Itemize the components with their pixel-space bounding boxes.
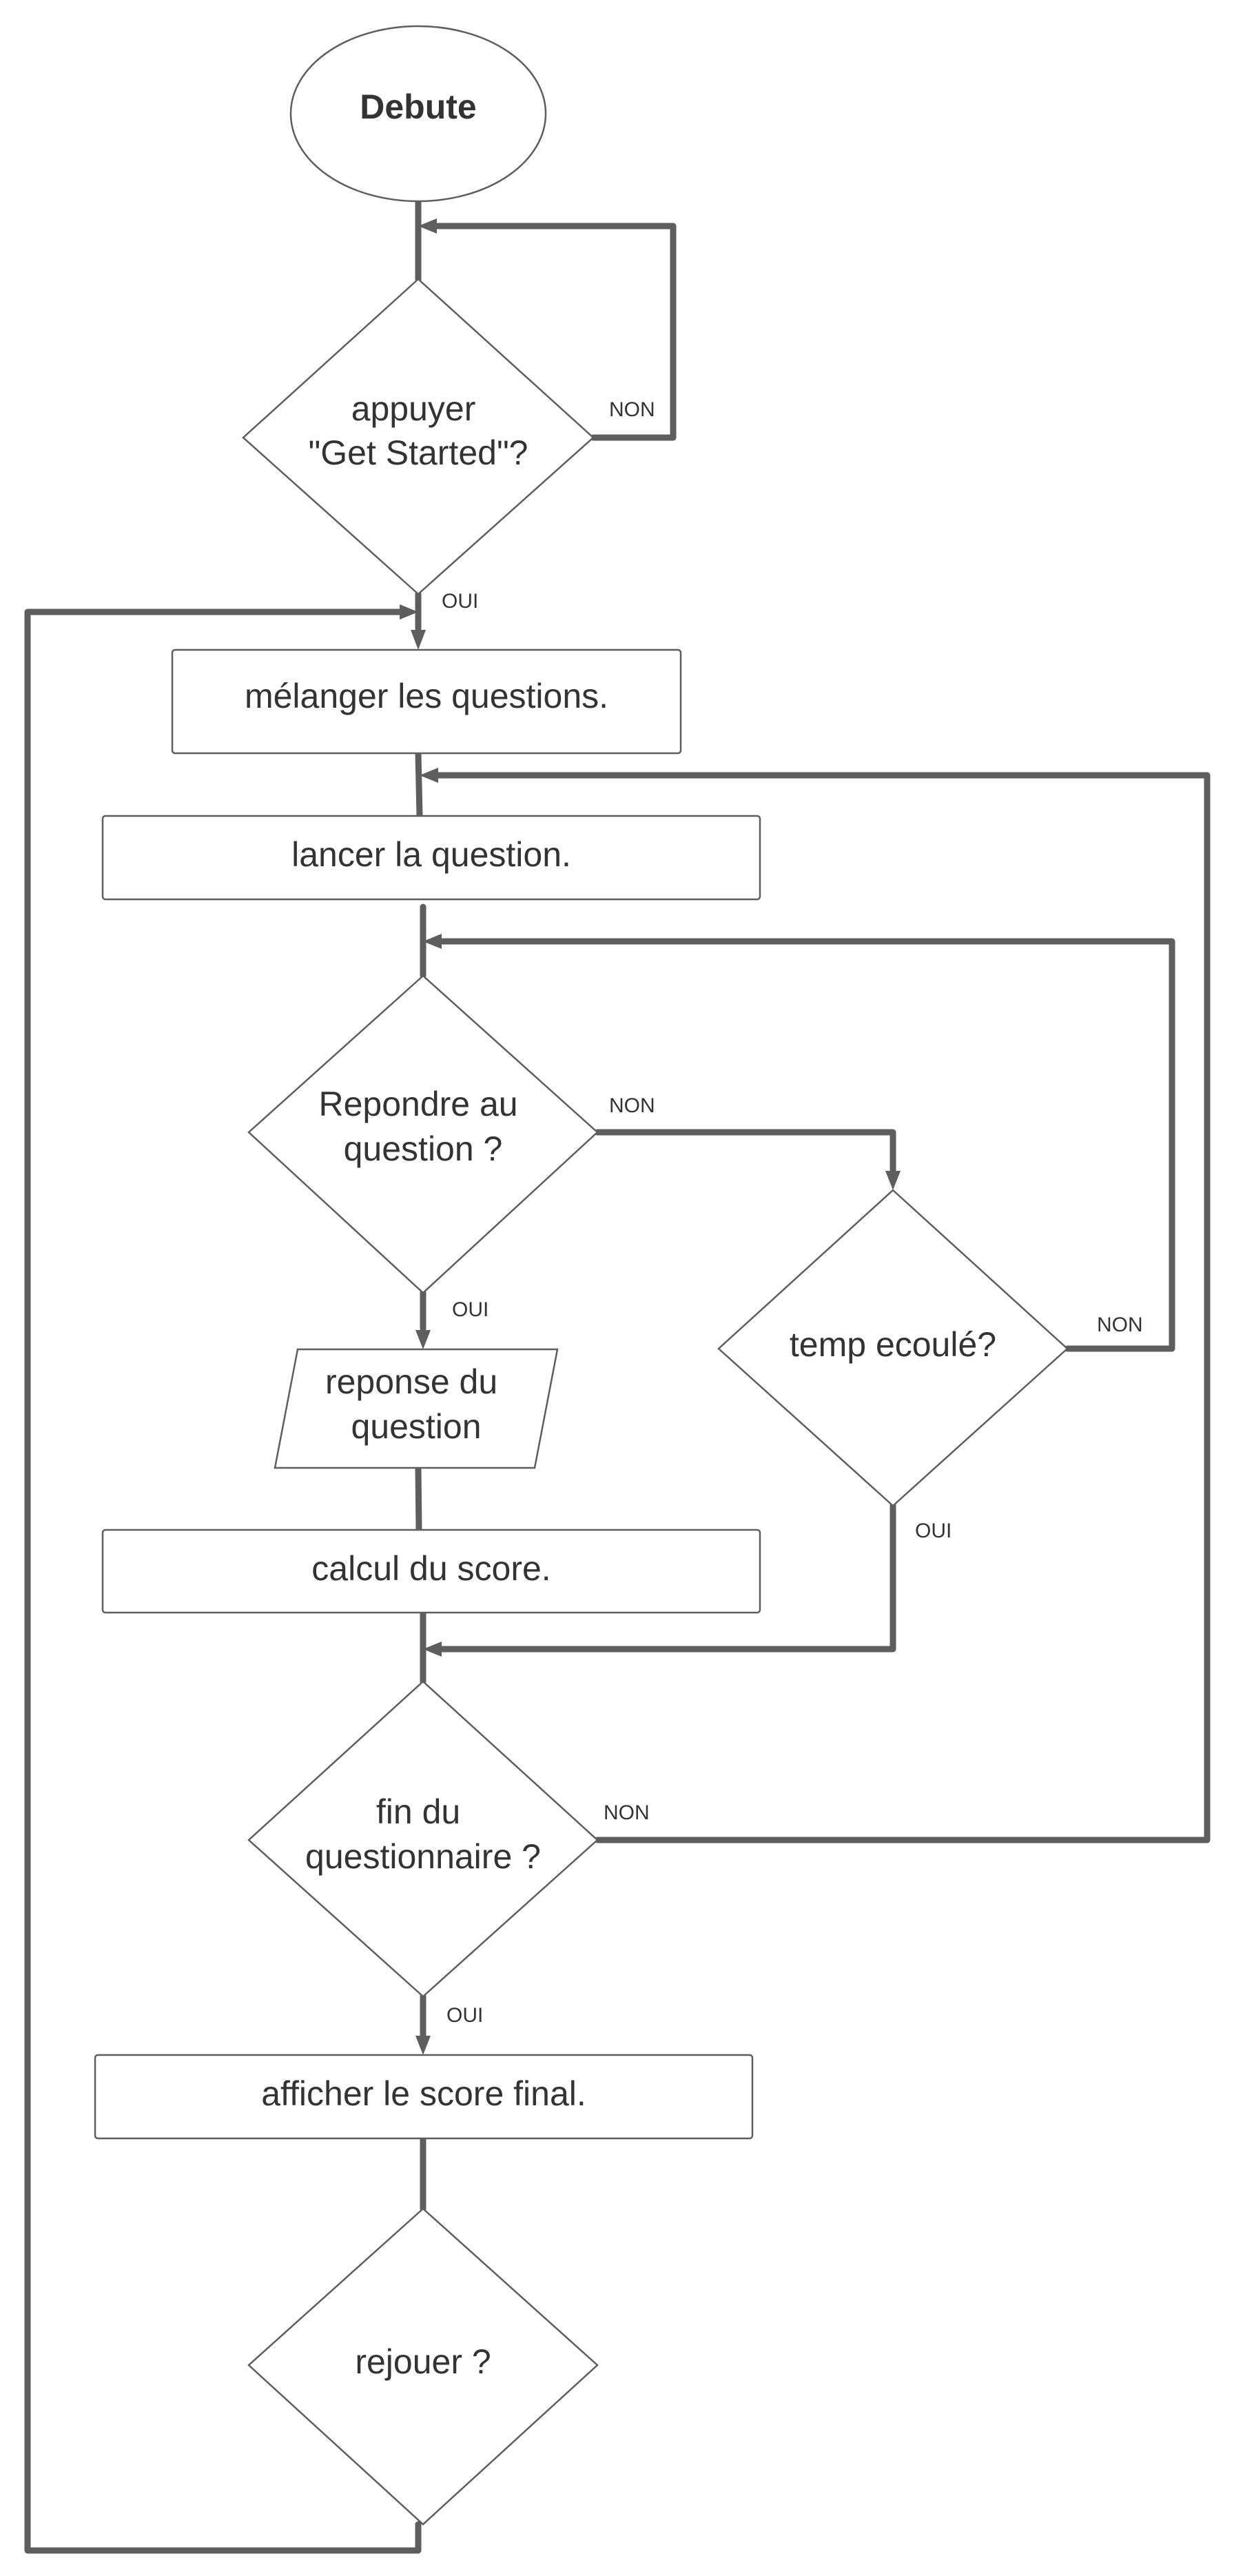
get-started-decision <box>242 278 595 595</box>
shuffle-node <box>171 648 682 755</box>
edge-labels: NON OUI NON OUI NON OUI NON OUI <box>442 398 1143 2027</box>
response-node <box>274 1348 559 1469</box>
arrowhead-time-up <box>885 1171 901 1190</box>
shuffle-label: mélanger les questions. <box>245 677 608 715</box>
arrowhead-end-quiz-loop <box>420 768 438 783</box>
replay-decision <box>247 2207 599 2526</box>
end-quiz-label-line-1: fin du <box>376 1792 460 1831</box>
arrowhead-response <box>415 1330 431 1349</box>
final-score-label: afficher le score final. <box>261 2074 586 2113</box>
arrowhead-shuffle <box>411 630 426 650</box>
end-quiz-label-line-2: questionnaire ? <box>305 1837 541 1876</box>
connector-replay-loop <box>24 609 422 2554</box>
connector-end-quiz-no-loop <box>432 772 1211 1843</box>
response-label: reponse du question <box>325 1362 507 1446</box>
arrowhead-time-up-loop <box>423 934 442 949</box>
connector-response-to-score <box>415 1464 422 1533</box>
start-node <box>289 25 547 203</box>
answer-yes-label: OUI <box>452 1298 489 1321</box>
end-quiz-decision <box>247 1680 599 1998</box>
time-up-no-label: NON <box>1097 1313 1143 1336</box>
replay-label: rejouer ? <box>355 2342 491 2381</box>
start-label: Debute <box>360 88 476 126</box>
time-up-decision <box>717 1189 1069 1507</box>
connector-time-up-no-loop <box>436 938 1175 1352</box>
shapes <box>94 25 1069 2526</box>
get-started-label-line-2: "Get Started"? <box>309 433 528 472</box>
connector-answer-to-time-up <box>594 1129 896 1174</box>
get-started-no-label: NON <box>609 398 655 421</box>
score-label: calcul du score. <box>311 1549 551 1588</box>
score-node <box>101 1529 761 1614</box>
final-score-node <box>94 2054 754 2140</box>
answer-label-line-1: Repondre au <box>318 1085 517 1123</box>
time-up-label: temp ecoulé? <box>790 1325 996 1364</box>
arrowhead-final-score <box>415 2036 431 2055</box>
launch-label: lancer la question. <box>291 835 571 874</box>
response-label-line-2: question <box>351 1407 481 1446</box>
connector-shuffle-to-launch <box>415 750 423 819</box>
end-quiz-yes-label: OUI <box>446 2004 483 2027</box>
node-labels: Debute appuyer "Get Started"? mélanger l… <box>245 88 996 2381</box>
arrowhead-get-started-loop <box>418 218 437 234</box>
launch-node <box>101 815 761 901</box>
get-started-label: appuyer "Get Started"? <box>309 389 528 472</box>
connectors <box>24 198 1211 2554</box>
time-up-yes-label: OUI <box>915 1520 952 1542</box>
answer-label-line-2: question ? <box>344 1129 503 1168</box>
answer-label: Repondre au question ? <box>318 1085 527 1168</box>
connector-get-started-no-loop <box>431 223 677 441</box>
answer-decision <box>247 974 599 1294</box>
end-quiz-label: fin du questionnaire ? <box>305 1792 541 1876</box>
get-started-label-line-1: appuyer <box>351 389 476 428</box>
response-label-line-1: reponse du <box>325 1362 497 1401</box>
arrowhead-replay-loop <box>400 604 418 620</box>
answer-no-label: NON <box>609 1094 655 1117</box>
end-quiz-no-label: NON <box>604 1801 650 1824</box>
arrowhead-time-up-yes <box>423 1642 442 1657</box>
connector-time-up-yes <box>436 1502 896 1653</box>
get-started-yes-label: OUI <box>442 590 478 613</box>
